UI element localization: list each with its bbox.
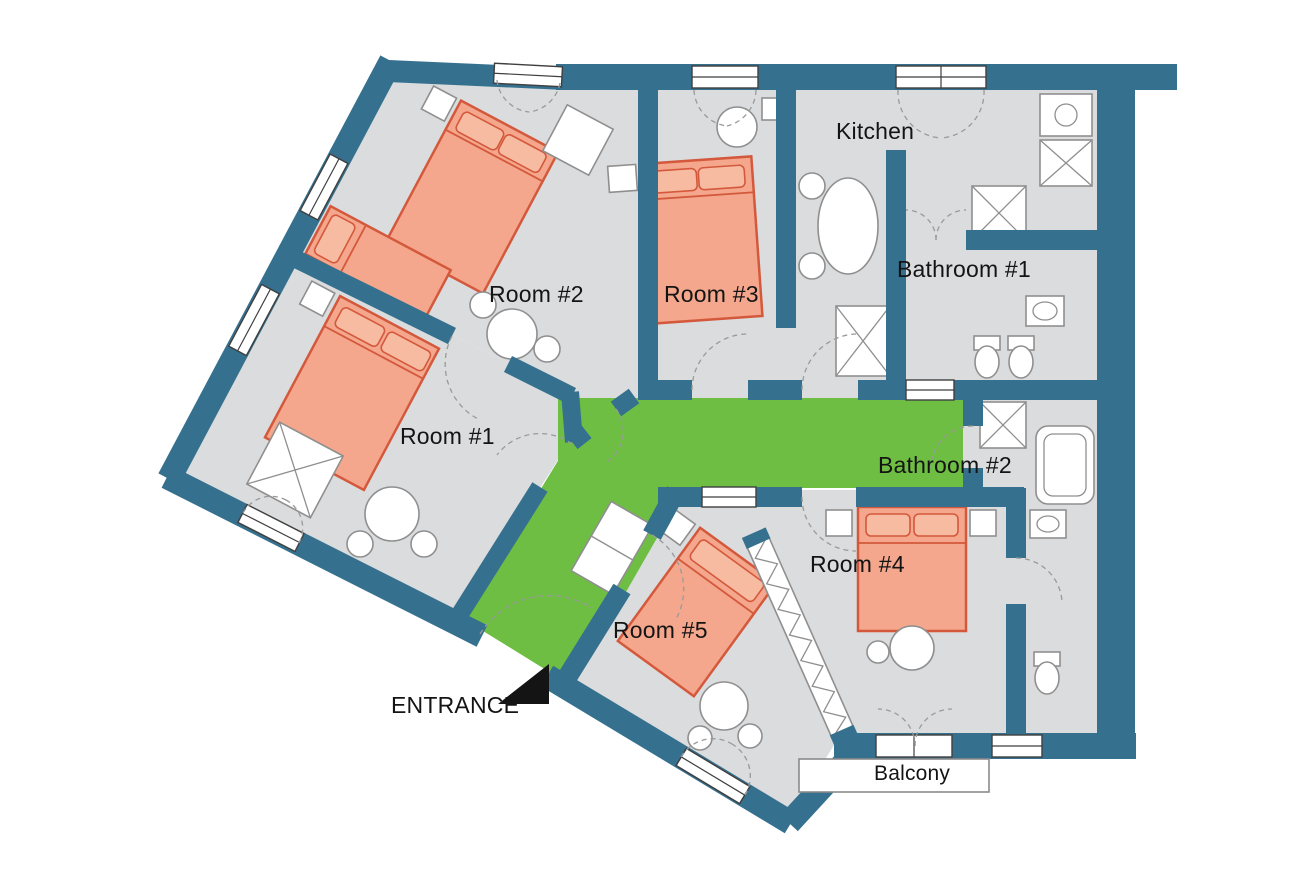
room4-double-bed: [825, 505, 997, 633]
kitchen-sink-unit: [1039, 93, 1093, 137]
door-arc: [691, 333, 749, 391]
door-arc: [607, 408, 624, 462]
door-arc: [1015, 557, 1063, 605]
curtain-arc: [680, 738, 751, 796]
curtain-arc: [693, 89, 757, 127]
door-arc: [444, 335, 481, 421]
folding-wardrobe: [741, 527, 859, 747]
label-entrance: ENTRANCE: [391, 692, 520, 718]
dining-chair: [798, 172, 826, 200]
window: [691, 65, 759, 89]
bathroom2-washing-machine: [979, 401, 1027, 449]
bathroom1-toilet: [973, 335, 1001, 379]
room3-bed: [606, 155, 764, 325]
door-arc: [877, 708, 916, 747]
label-room2: Room #2: [489, 281, 584, 307]
room1-chair: [346, 530, 374, 558]
balcony-deck: [798, 758, 990, 793]
room2-single-bed: [303, 204, 453, 320]
bathroom2-toilet: [1033, 651, 1061, 695]
bathroom2-bathtub: [1035, 425, 1095, 505]
room5-bed: [616, 507, 778, 699]
room1-wardrobe: [245, 421, 345, 519]
wall-segment: [294, 251, 640, 627]
bathroom2-sink: [1029, 509, 1067, 539]
dining-closet: [835, 305, 891, 377]
window: [299, 153, 349, 221]
furniture: [245, 84, 1095, 751]
label-room1: Room #1: [400, 423, 495, 449]
room5-round-table: [699, 681, 749, 731]
door-arc: [651, 534, 685, 620]
door-arc: [801, 496, 857, 552]
interior-window: [701, 486, 757, 508]
bathroom1-sink: [1025, 295, 1065, 327]
bathroom1-bidet: [1007, 335, 1035, 379]
window: [991, 734, 1043, 758]
label-bathroom2: Bathroom #2: [878, 452, 1012, 478]
windows: [227, 62, 1043, 805]
dining-table: [817, 177, 879, 275]
entrance-arrow-icon: [498, 664, 549, 704]
room5-chair: [737, 723, 763, 749]
room1-chair: [410, 530, 438, 558]
door-swing-arcs: [444, 209, 1063, 747]
corridor-entrance-band: [462, 428, 688, 686]
room3-armchair: [716, 106, 758, 148]
room2-round-table: [486, 308, 538, 360]
window: [895, 65, 987, 89]
door-arc: [479, 594, 593, 635]
door-arc: [930, 425, 974, 469]
room2-chair: [533, 335, 561, 363]
door-arc: [801, 333, 859, 391]
label-room3: Room #3: [664, 281, 759, 307]
label-room4: Room #4: [810, 551, 905, 577]
room4-ottoman: [866, 640, 890, 664]
hall-cabinet: [570, 500, 654, 596]
label-bathroom1: Bathroom #1: [897, 256, 1031, 282]
window: [227, 283, 281, 357]
room2-chair: [469, 291, 497, 319]
interior-window: [905, 379, 955, 401]
balcony-door: [875, 734, 953, 758]
wall-segment: [554, 86, 1100, 744]
door-arc: [914, 708, 953, 747]
room4-chair: [889, 625, 935, 671]
label-balcony: Balcony: [874, 762, 951, 785]
room2-square-table: [541, 103, 615, 177]
dining-chair: [798, 252, 826, 280]
window: [675, 747, 751, 805]
curtain-arc: [897, 89, 985, 139]
room1-round-table: [364, 486, 420, 542]
door-arc: [496, 432, 573, 456]
label-kitchen: Kitchen: [836, 118, 915, 144]
room5-chair: [687, 725, 713, 751]
wall-segment: [158, 55, 856, 834]
window: [492, 62, 564, 88]
curtain-arcs: [242, 79, 985, 796]
curtain-arc: [496, 79, 561, 113]
kitchen-stove: [1039, 139, 1093, 187]
label-room5: Room #5: [613, 617, 708, 643]
